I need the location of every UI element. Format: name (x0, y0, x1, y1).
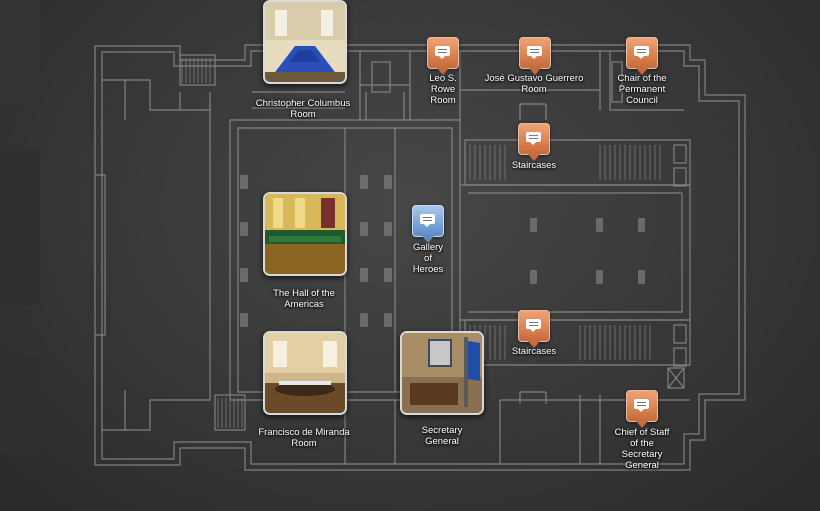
label-line: José Gustavo Guerrero (484, 73, 584, 84)
label-line: of (424, 253, 432, 264)
label-line: Rowe (430, 84, 456, 95)
speech-bubble-icon (634, 46, 649, 59)
label-line: General (625, 460, 659, 471)
leo-s-rowe-room-marker[interactable] (427, 37, 459, 75)
label-line: General (425, 436, 459, 447)
label-line: Chair of the (617, 73, 667, 84)
staircases-south-marker[interactable] (518, 310, 550, 348)
label-line: Heroes (412, 264, 444, 275)
francisco-de-miranda-room-label[interactable]: Francisco de Miranda Room (248, 427, 360, 449)
room-photo-image (265, 194, 345, 274)
label-line: The Hall of the (273, 288, 335, 299)
speech-bubble-icon (420, 214, 435, 227)
room-photo-image (402, 333, 482, 413)
gallery-of-heroes-label[interactable]: Gallery of Heroes (400, 242, 456, 275)
label-line: Americas (284, 299, 324, 310)
label-line: Staircases (511, 160, 557, 171)
secretary-general-photo[interactable] (400, 331, 484, 415)
staircases-south-label[interactable]: Staircases (498, 346, 570, 357)
label-line: Francisco de Miranda (258, 427, 350, 438)
label-line: Room (290, 109, 316, 120)
speech-bubble-icon (526, 132, 541, 145)
secretary-general-label[interactable]: Secretary General (406, 425, 478, 447)
label-line: Chief of Staff (614, 427, 670, 438)
label-line: Secretary (421, 425, 463, 436)
label-line: Staircases (511, 346, 557, 357)
room-photo-image (265, 333, 345, 413)
chair-of-the-permanent-council-label[interactable]: Chair of the Permanent Council (606, 73, 678, 106)
label-line: Room (430, 95, 456, 106)
label-line: Gallery (412, 242, 444, 253)
label-line: Secretary (621, 449, 663, 460)
staircases-north-label[interactable]: Staircases (498, 160, 570, 171)
speech-bubble-icon (435, 46, 450, 59)
gallery-of-heroes-marker[interactable] (412, 205, 444, 243)
leo-s-rowe-room-label[interactable]: Leo S. Rowe Room (412, 73, 474, 106)
label-line: Council (626, 95, 658, 106)
speech-bubble-icon (526, 319, 541, 332)
jose-gustavo-guerrero-room-label[interactable]: José Gustavo Guerrero Room (474, 73, 594, 95)
label-line: Room (291, 438, 317, 449)
label-line: Room (521, 84, 547, 95)
speech-bubble-icon (527, 46, 542, 59)
hall-of-the-americas-photo[interactable] (263, 192, 347, 276)
label-line: of the (630, 438, 654, 449)
staircases-north-marker[interactable] (518, 123, 550, 161)
christopher-columbus-room-photo[interactable] (263, 0, 347, 84)
hall-of-the-americas-label[interactable]: The Hall of the Americas (258, 288, 350, 310)
side-panel-bottom (0, 355, 40, 455)
label-line: Christopher Columbus (255, 98, 351, 109)
speech-bubble-icon (634, 399, 649, 412)
jose-gustavo-guerrero-room-marker[interactable] (519, 37, 551, 75)
chief-of-staff-marker[interactable] (626, 390, 658, 428)
label-line: Permanent (618, 84, 666, 95)
francisco-de-miranda-room-photo[interactable] (263, 331, 347, 415)
side-panel-top (0, 0, 40, 105)
label-line: Leo S. (429, 73, 457, 84)
christopher-columbus-room-label[interactable]: Christopher Columbus Room (248, 98, 358, 120)
chief-of-staff-label[interactable]: Chief of Staff of the Secretary General (604, 427, 680, 471)
side-panel-middle (0, 150, 40, 305)
room-photo-image (265, 2, 345, 82)
chair-of-the-permanent-council-marker[interactable] (626, 37, 658, 75)
